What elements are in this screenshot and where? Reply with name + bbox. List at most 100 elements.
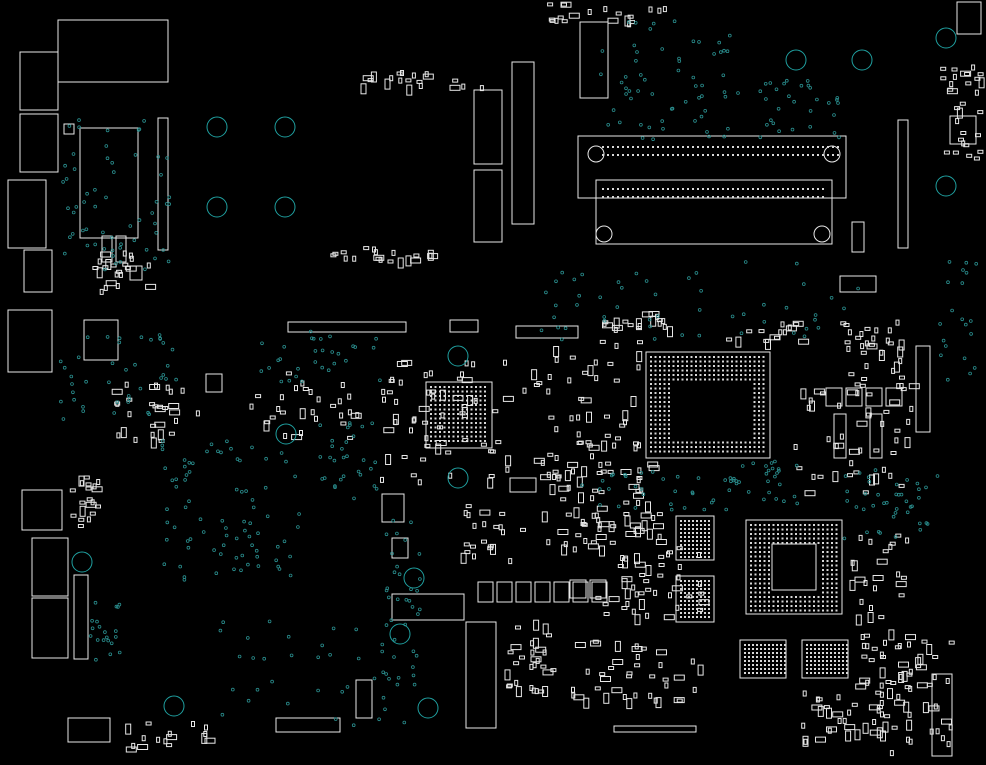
bga-pad [461, 426, 464, 429]
via [172, 525, 177, 530]
bga-pad [688, 524, 690, 526]
bga-pad [814, 664, 816, 666]
bga-pad [708, 369, 711, 372]
bga-pad [668, 392, 670, 394]
sodimm-contact [602, 154, 604, 156]
bga-pad [677, 356, 679, 358]
bga-pad [756, 644, 758, 646]
via [765, 123, 769, 127]
via [418, 577, 422, 581]
bga-pad [822, 542, 824, 544]
smd-component [780, 321, 785, 328]
via [835, 98, 839, 102]
via [330, 444, 335, 449]
smd-component [908, 668, 913, 675]
smd-component [596, 517, 601, 524]
via [161, 341, 166, 345]
smd-component [636, 351, 643, 363]
bga-pad [690, 360, 693, 363]
bga-pad [680, 528, 682, 530]
bga-pad [688, 540, 690, 542]
smd-component [401, 359, 413, 366]
bga-pad [799, 542, 802, 544]
via [126, 400, 130, 404]
via [392, 637, 397, 642]
via [893, 535, 898, 539]
via [697, 96, 701, 100]
bga-pad [684, 528, 686, 530]
bga-pad [700, 524, 702, 526]
smd-component [641, 520, 648, 532]
bga-pad [484, 417, 486, 420]
bga-pad [688, 608, 690, 610]
smd-component [363, 246, 370, 251]
via [794, 463, 799, 468]
smd-component [906, 418, 911, 425]
bga-pad [668, 405, 670, 408]
via [687, 276, 691, 280]
bga-pad [466, 435, 468, 438]
bga-pad [838, 652, 840, 654]
bga-pad [784, 664, 786, 666]
smd-component [657, 573, 664, 578]
via [801, 282, 806, 286]
via [244, 489, 248, 493]
bga-pad [708, 520, 710, 522]
bga-pad [680, 580, 682, 582]
via [390, 551, 394, 556]
via [769, 461, 774, 465]
bga-pad [708, 450, 711, 453]
bga-pad [448, 413, 450, 415]
via [328, 334, 332, 339]
smd-component [643, 579, 650, 584]
sodimm-slot-2-hole-right [813, 225, 831, 243]
smd-component [564, 470, 571, 482]
sodimm-contact [762, 154, 764, 156]
via [170, 478, 175, 483]
bga-pad [768, 560, 770, 562]
bga-pad [763, 533, 766, 535]
via [198, 517, 203, 521]
bga-pad [831, 524, 833, 526]
bga-pad [704, 608, 706, 610]
bga-pad [752, 672, 754, 674]
via [104, 144, 109, 148]
sodimm-contact [642, 154, 644, 156]
bga-pad [754, 605, 757, 607]
bga-pad [834, 672, 836, 674]
sodimm-contact [637, 196, 639, 198]
bga-pad [704, 580, 706, 582]
bga-pad [762, 392, 765, 394]
connector-usb-top [19, 51, 59, 111]
bga-pad [814, 668, 816, 670]
via [71, 210, 76, 215]
bga-pad [684, 544, 686, 546]
smd-component [558, 485, 570, 492]
bga-pad [659, 365, 661, 367]
bga-pad [784, 644, 786, 646]
smd-component [622, 410, 629, 422]
bga-pad [786, 537, 788, 540]
smd-component [860, 350, 867, 355]
via [764, 97, 768, 101]
via [963, 322, 968, 327]
bga-pad [768, 546, 770, 549]
smd-component [546, 633, 552, 638]
via [652, 337, 657, 341]
connector-strip-left [73, 574, 89, 660]
bga-pad [786, 605, 788, 607]
smd-component [283, 433, 288, 439]
bga-pad [813, 596, 815, 598]
bga-pad [753, 396, 756, 399]
via [288, 554, 292, 559]
bga-pad [668, 374, 670, 376]
bga-pad [804, 600, 806, 603]
bga-pad [749, 450, 751, 453]
smd-component [865, 679, 870, 686]
bga-pad [654, 392, 657, 394]
via [370, 421, 375, 426]
bga-pad [717, 446, 720, 448]
sodimm-contact [682, 188, 684, 190]
mid-chip-a [381, 493, 405, 523]
via [619, 80, 624, 85]
